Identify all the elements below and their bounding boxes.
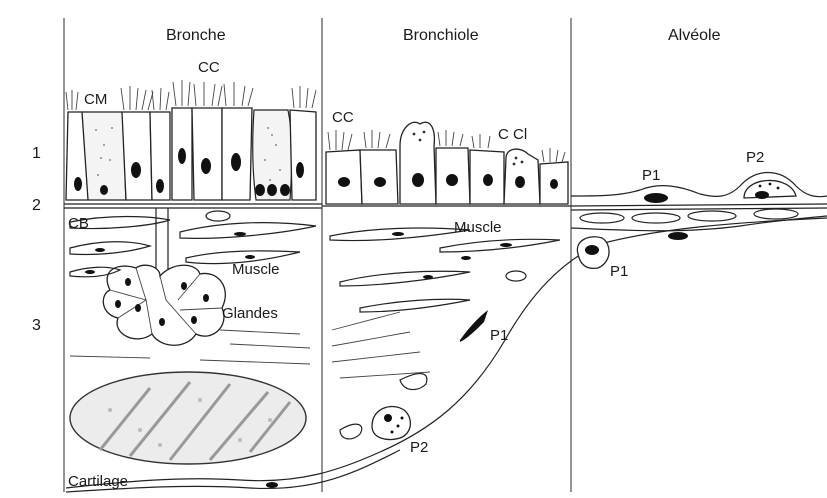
label-cartilage: Cartilage [68,473,128,490]
label-p1-bronchiole: P1 [490,327,508,344]
bronchiole-muscle [330,228,560,440]
label-cc-bronche: CC [198,59,220,76]
column-title-bronche: Bronche [166,27,226,44]
label-ccl: C Cl [498,126,527,143]
bronchiole-epithelium [322,122,571,206]
label-cc-bronchiole: CC [332,109,354,126]
layer-number-1: 1 [32,145,41,162]
label-p2-bronchiole: P2 [410,439,428,456]
label-glandes: Glandes [222,305,278,322]
label-cb: CB [68,215,89,232]
column-title-bronchiole: Bronchiole [403,27,479,44]
label-p2-alveole-top: P2 [746,149,764,166]
column-title-alveole: Alvéole [668,27,721,44]
label-muscle-bronche: Muscle [232,261,280,278]
bronche-cartilage [70,372,306,464]
bronche-glands [103,208,225,345]
label-cm: CM [84,91,107,108]
label-p1-alveole-top: P1 [642,167,660,184]
layer-number-2: 2 [32,197,41,214]
label-p1-alveole-bottom: P1 [610,263,628,280]
label-muscle-bronchiole: Muscle [454,219,502,236]
layer-number-3: 3 [32,317,41,334]
